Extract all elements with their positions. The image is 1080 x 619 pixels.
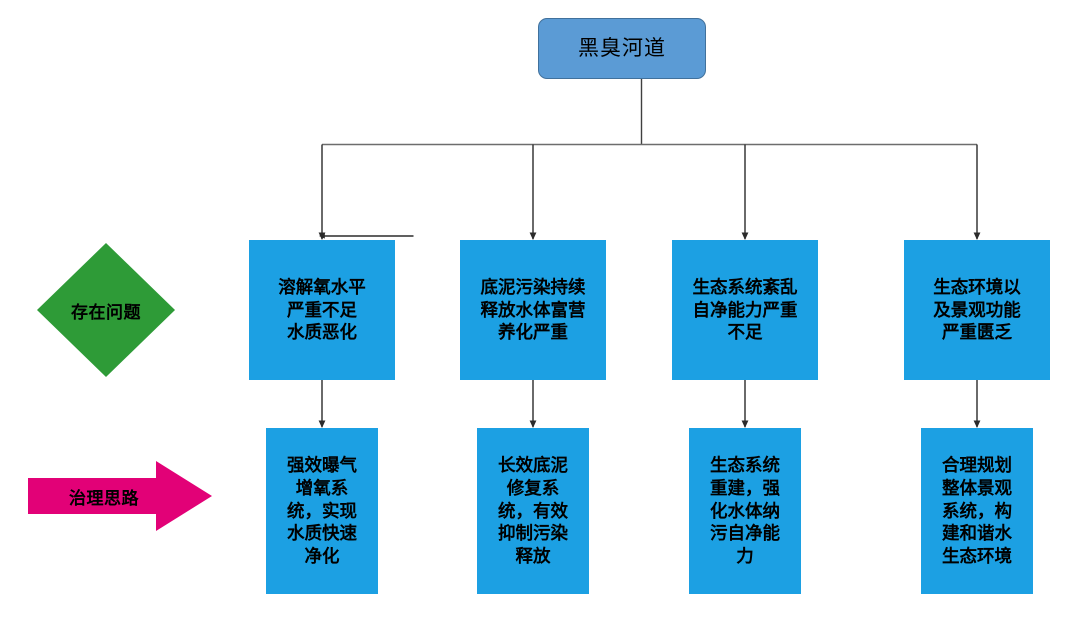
arrowhead-solution-3 — [741, 420, 749, 428]
problem-box-2-text: 底泥污染持续 释放水体富营 养化严重 — [480, 276, 586, 343]
solution-box-2-text: 长效底泥 修复系 统，有效 抑制污染 释放 — [498, 455, 568, 567]
solution-box-1[interactable]: 强效曝气 增氧系 统，实现 水质快速 净化 — [266, 428, 378, 594]
arrowhead-solution-2 — [529, 420, 537, 428]
stage-marker-problems-label: 存在问题 — [71, 302, 141, 322]
arrowhead-solution-4 — [973, 420, 981, 428]
arrowhead-problem-2 — [529, 232, 537, 240]
right-arrow-shape — [28, 461, 212, 531]
diamond-shape — [37, 243, 175, 377]
arrowhead-problem-3 — [741, 232, 749, 240]
solution-box-3[interactable]: 生态系统 重建，强 化水体纳 污自净能 力 — [689, 428, 801, 594]
arrowhead-solution-1 — [318, 420, 326, 428]
solution-box-4[interactable]: 合理规划 整体景观 系统，构 建和谐水 生态环境 — [921, 428, 1033, 594]
solution-box-4-text: 合理规划 整体景观 系统，构 建和谐水 生态环境 — [942, 455, 1012, 567]
problem-box-2[interactable]: 底泥污染持续 释放水体富营 养化严重 — [460, 240, 606, 380]
problem-box-4-text: 生态环境以 及景观功能 严重匮乏 — [933, 276, 1021, 343]
problem-box-3-text: 生态系统紊乱 自净能力严重 不足 — [692, 276, 798, 343]
solution-box-1-text: 强效曝气 增氧系 统，实现 水质快速 净化 — [287, 455, 357, 567]
problem-box-1[interactable]: 溶解氧水平 严重不足 水质恶化 — [249, 240, 395, 380]
solution-box-2[interactable]: 长效底泥 修复系 统，有效 抑制污染 释放 — [477, 428, 589, 594]
solution-box-3-text: 生态系统 重建，强 化水体纳 污自净能 力 — [710, 455, 780, 567]
root-node-label: 黑臭河道 — [578, 36, 666, 60]
root-node-black-odorous-river[interactable]: 黑臭河道 — [538, 18, 706, 79]
stage-marker-solutions-label: 治理思路 — [69, 488, 139, 508]
stage-marker-problems[interactable]: 存在问题 — [36, 242, 176, 378]
problem-box-3[interactable]: 生态系统紊乱 自净能力严重 不足 — [672, 240, 818, 380]
arrowhead-problem-1 — [318, 232, 326, 240]
problem-box-4[interactable]: 生态环境以 及景观功能 严重匮乏 — [904, 240, 1050, 380]
problem-box-1-text: 溶解氧水平 严重不足 水质恶化 — [278, 276, 366, 343]
arrowhead-problem-4 — [973, 232, 981, 240]
stage-marker-solutions[interactable]: 治理思路 — [28, 460, 213, 532]
